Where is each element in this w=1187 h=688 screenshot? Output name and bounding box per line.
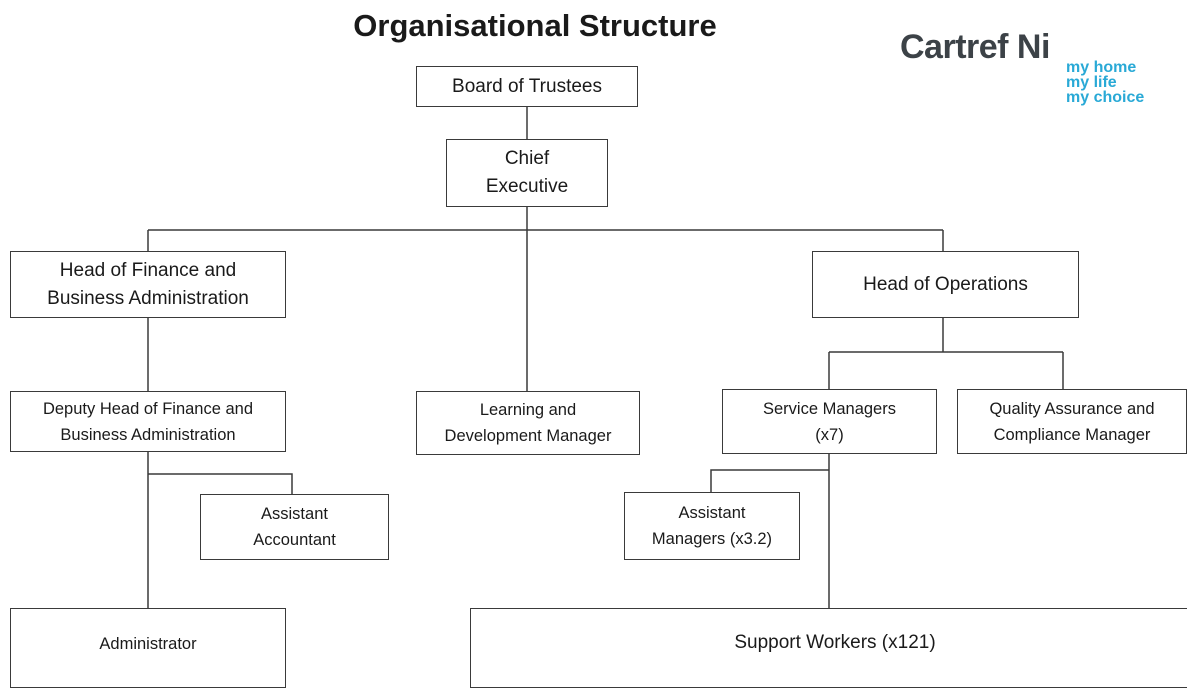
role-label: Head of Finance and Business Administrat… xyxy=(47,259,249,309)
logo-tagline-line: my choice xyxy=(1066,89,1145,106)
chief-executive-box: Chief Executive xyxy=(446,139,608,207)
role-label: Chief Executive xyxy=(485,148,569,197)
quality-assurance-manager-box: Quality Assurance and Compliance Manager xyxy=(957,389,1187,454)
role-label: Assistant Managers (x3.2) xyxy=(651,504,773,548)
role-label: Service Managers (x7) xyxy=(763,399,896,444)
cartref-ni-logo: Cartref Ni my home my life my choice xyxy=(900,28,1180,118)
logo-tagline-line: my home xyxy=(1066,59,1137,76)
role-label: Learning and Development Manager xyxy=(444,401,612,445)
assistant-managers-box: Assistant Managers (x3.2) xyxy=(624,492,800,560)
support-workers-box: Support Workers (x121) xyxy=(470,608,1187,688)
head-of-finance-box: Head of Finance and Business Administrat… xyxy=(10,251,286,318)
logo-name: Cartref Ni xyxy=(900,28,1050,66)
assistant-accountant-box: Assistant Accountant xyxy=(200,494,389,560)
administrator-box: Administrator xyxy=(10,608,286,688)
org-chart-connectors xyxy=(147,106,1064,608)
learning-development-manager-box: Learning and Development Manager xyxy=(416,391,640,455)
board-of-trustees-box: Board of Trustees xyxy=(416,66,638,107)
deputy-head-of-finance-box: Deputy Head of Finance and Business Admi… xyxy=(10,391,286,452)
role-label: Administrator xyxy=(99,635,197,653)
head-of-operations-box: Head of Operations xyxy=(812,251,1079,318)
connector-to-assistant-accountant xyxy=(148,473,293,494)
role-label: Support Workers (x121) xyxy=(734,632,936,653)
logo-tagline: my home my life my choice xyxy=(1066,59,1145,106)
logo-tagline-line: my life xyxy=(1066,74,1117,91)
service-managers-box: Service Managers (x7) xyxy=(722,389,937,454)
role-label: Board of Trustees xyxy=(452,75,602,97)
role-label: Head of Operations xyxy=(863,273,1028,295)
page-title: Organisational Structure xyxy=(353,8,717,43)
role-label: Quality Assurance and Compliance Manager xyxy=(989,399,1155,444)
role-label: Deputy Head of Finance and Business Admi… xyxy=(42,399,254,444)
role-label: Assistant Accountant xyxy=(253,505,336,549)
connector-to-assistant-managers xyxy=(710,469,829,492)
